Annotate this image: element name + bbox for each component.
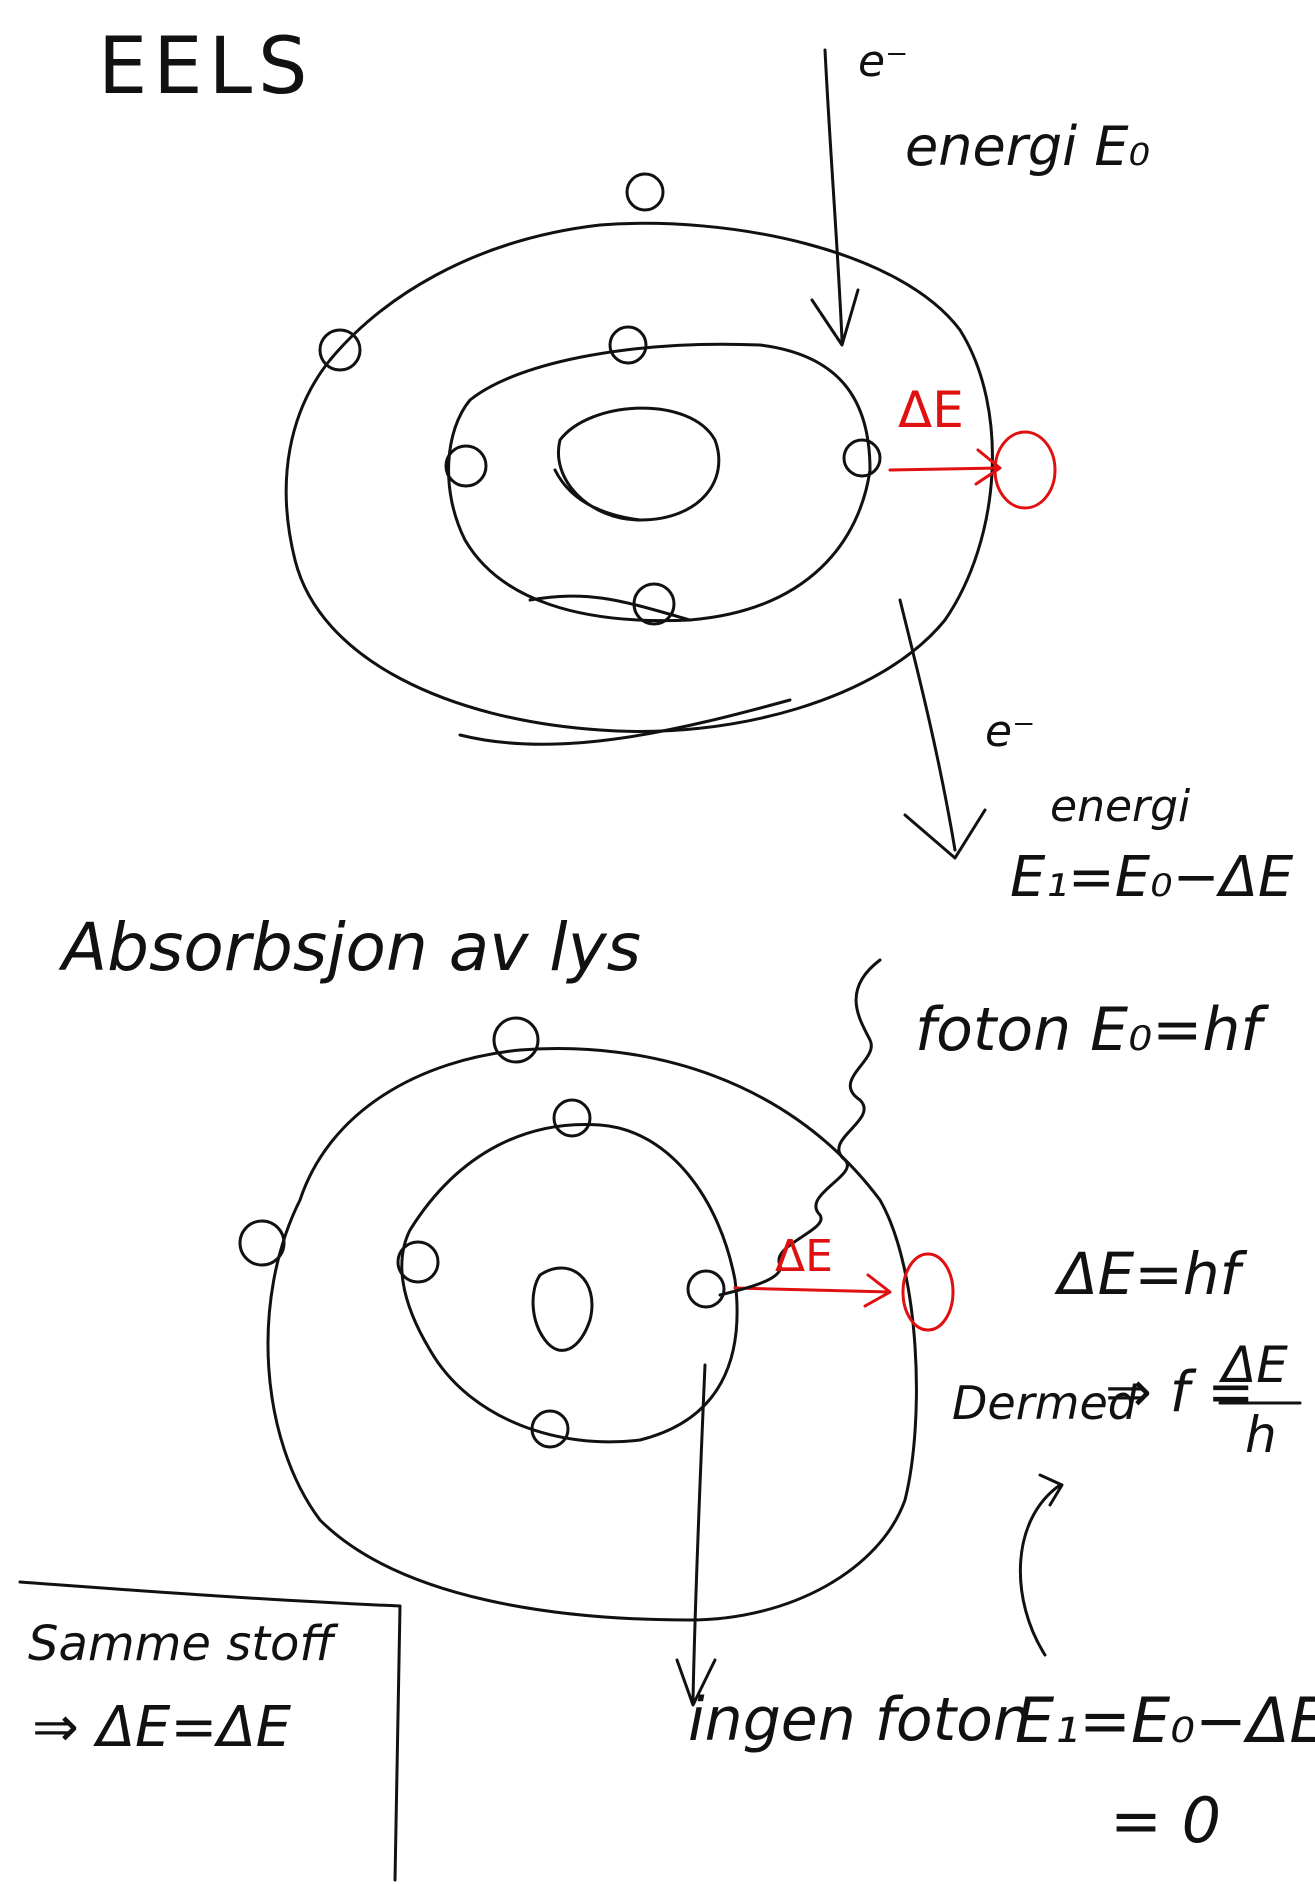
summary-line-2: ⇒ ΔE=ΔE [32, 1695, 292, 1760]
eels-middle-tail [528, 594, 692, 622]
summary-box [18, 1580, 402, 1882]
absorption-electron-middle-left [396, 1240, 440, 1284]
absorption-title: Absorbsjon av lys [62, 909, 642, 986]
eels-electron-outer-left [318, 328, 362, 372]
photon-label: foton E₀=hf [915, 995, 1262, 1065]
absorption-middle-shell [400, 1122, 739, 1444]
eels-electron-middle-top [608, 325, 648, 365]
eels-excited-electron [993, 430, 1057, 510]
summary-line-1: Samme stoff [28, 1616, 335, 1672]
final-energy-zero: = 0 [1110, 1784, 1222, 1857]
absorption-electron-middle-top [552, 1098, 592, 1138]
eels-outgoing-electron-arrow [898, 598, 987, 860]
absorption-outer-shell [266, 1047, 918, 1622]
eels-incoming-electron-label: e⁻ [858, 36, 909, 87]
eels-atom [284, 172, 1057, 746]
eels-incoming-electron-arrow [810, 48, 860, 347]
eels-title: EELS [98, 22, 314, 112]
absorption-electron-middle-right [686, 1269, 726, 1309]
no-photon-label: ingen foton [688, 1685, 1031, 1755]
dermed-arrow [1018, 1473, 1064, 1657]
eels-middle-shell [447, 342, 872, 623]
eels-outgoing-energy-equation: E₁=E₀−ΔE [1010, 845, 1294, 910]
absorption-electron-middle-bottom [530, 1409, 570, 1449]
eels-electron-middle-right [842, 438, 882, 478]
eels-outer-shell [284, 221, 994, 734]
absorption-atom [238, 1016, 955, 1622]
frequency-denominator: h [1245, 1406, 1277, 1464]
eels-outer-tail [458, 698, 792, 746]
eels-delta-e-label: ΔE [898, 381, 964, 439]
eels-outgoing-energy-word: energi [1050, 781, 1191, 832]
absorption-delta-e-label: ΔE [775, 1231, 833, 1282]
eels-transition-arrow [888, 448, 1002, 486]
frequency-numerator: ΔE [1222, 1336, 1288, 1394]
absorption-excited-electron [901, 1252, 955, 1332]
photon-wave [718, 958, 882, 1297]
dermed-label: Dermed [952, 1376, 1137, 1430]
eels-electron-outer-top [625, 172, 665, 212]
eels-outgoing-electron-label: e⁻ [985, 706, 1036, 757]
eels-electron-middle-bottom [632, 582, 676, 626]
eels-incoming-energy-label: energi E₀ [905, 115, 1151, 178]
eels-nucleus [553, 406, 721, 522]
absorption-nucleus [531, 1266, 594, 1352]
eels-electron-middle-left [444, 444, 488, 488]
no-photon-arrow [675, 1363, 717, 1707]
delta-e-equals-hf: ΔE=hf [1058, 1240, 1241, 1308]
final-energy-equation: E₁=E₀−ΔE [1015, 1684, 1315, 1757]
absorption-electron-outer-left [238, 1219, 286, 1267]
absorption-transition-arrow [733, 1273, 892, 1308]
frequency-equation-prefix: ⇒ f = [1105, 1360, 1255, 1425]
absorption-electron-outer-top [492, 1016, 540, 1064]
